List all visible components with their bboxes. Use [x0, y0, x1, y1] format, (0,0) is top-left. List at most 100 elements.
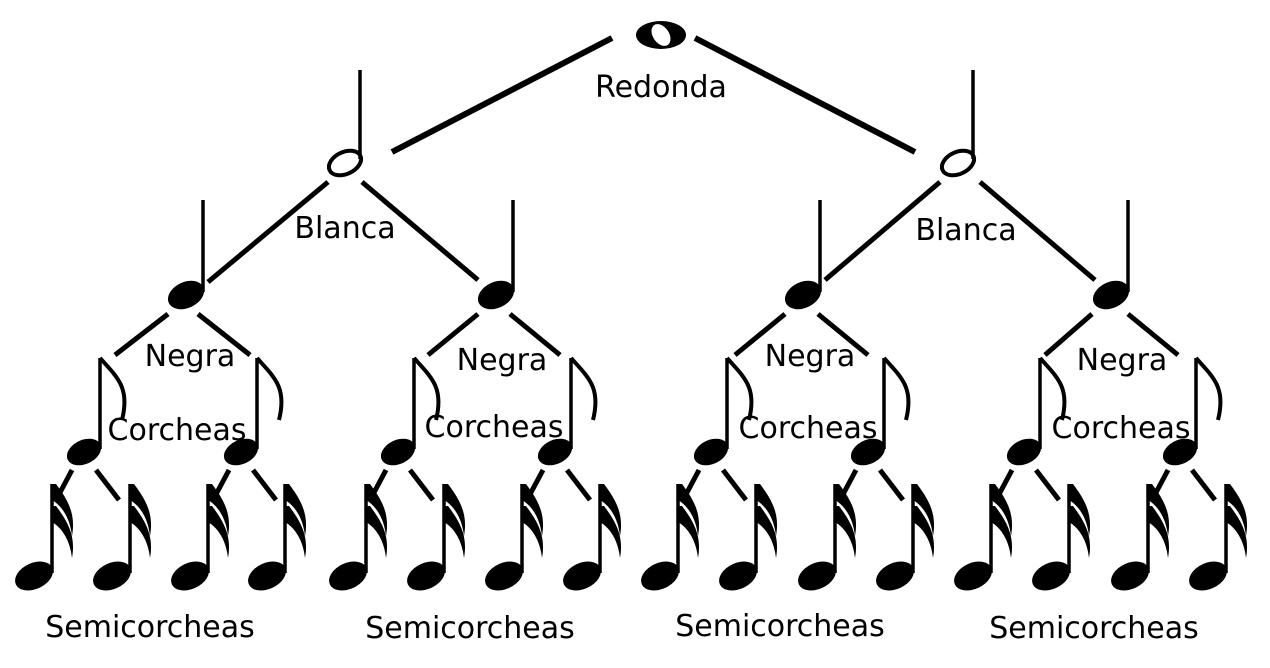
sixteenth-note-icon-14 [1032, 484, 1091, 591]
sixteenth-head [1032, 561, 1070, 591]
sixteenth-flag [1069, 506, 1091, 558]
whole-note-icon [636, 21, 686, 49]
label-negra-4: Negra [1077, 343, 1168, 378]
note-head [223, 438, 259, 466]
edge-negra-to-corchea-2 [196, 312, 252, 357]
edge-corchea-to-semicorchea-right-5 [721, 468, 748, 502]
edge-negra-to-corchea-8 [1126, 312, 1180, 357]
sixteenth-head [248, 561, 286, 591]
quarter-note-icon-3 [784, 200, 822, 310]
half-note-icon-2 [939, 70, 977, 178]
sixteenth-head [15, 561, 53, 591]
note-head [693, 438, 729, 466]
edge-corchea-to-semicorchea-right-6 [878, 468, 905, 502]
edge-corchea-to-semicorchea-right-1 [94, 468, 121, 502]
label-semicorcheas-3: Semicorcheas [675, 609, 885, 644]
note-head [1006, 438, 1042, 466]
sixteenth-head [563, 561, 601, 591]
sixteenth-flag [522, 506, 544, 558]
sixteenth-flag [913, 484, 935, 536]
edge-corchea-to-semicorchea-right-3 [408, 468, 435, 502]
note-head [167, 280, 205, 310]
eighth-note-icon-8 [1162, 356, 1223, 466]
edge-blanca-1-to-negra-1 [206, 180, 330, 284]
eighth-note-icon-7 [1006, 356, 1067, 466]
sixteenth-flag [444, 506, 466, 558]
label-blanca-2: Blanca [915, 213, 1016, 248]
sixteenth-flag [208, 484, 230, 536]
sixteenth-flag [835, 506, 857, 558]
label-negra-3: Negra [765, 339, 856, 374]
label-corcheas-2: Corcheas [425, 410, 564, 445]
eighth-note-icon-5 [693, 356, 754, 466]
sixteenth-flag [913, 506, 935, 558]
sixteenth-flag [522, 484, 544, 536]
sixteenth-note-icon-4 [248, 484, 307, 591]
sixteenth-flag [756, 484, 778, 536]
edge-negra-to-corchea-5 [733, 312, 787, 357]
edge-blanca-2-to-negra-3 [823, 180, 942, 282]
sixteenth-note-icon-11 [798, 484, 857, 591]
note-head [380, 438, 416, 466]
sixteenth-head [1189, 561, 1227, 591]
sixteenth-head [1111, 561, 1149, 591]
sixteenth-flag [285, 506, 307, 558]
label-corcheas-1: Corcheas [108, 413, 247, 448]
note-flag [1194, 356, 1223, 421]
note-flag [882, 356, 911, 421]
sixteenth-flag [1226, 484, 1248, 536]
sixteenth-head [719, 561, 757, 591]
sixteenth-flag [756, 506, 778, 558]
label-semicorcheas-1: Semicorcheas [45, 610, 255, 645]
eighth-note-icon-1 [66, 356, 127, 466]
sixteenth-head [641, 561, 679, 591]
label-corcheas-3: Corcheas [739, 411, 878, 446]
edge-blanca-2-to-negra-4 [978, 180, 1097, 282]
edge-negra-to-corchea-4 [508, 312, 562, 357]
sixteenth-flag [1069, 484, 1091, 536]
quarter-note-icon-2 [477, 200, 515, 310]
label-blanca-1: Blanca [294, 211, 395, 246]
eighth-note-icon-3 [380, 356, 441, 466]
sixteenth-flag [1148, 484, 1170, 536]
note-flag [725, 356, 754, 421]
sixteenth-flag [366, 484, 388, 536]
sixteenth-flag [678, 506, 700, 558]
half-note-icon-1 [326, 70, 364, 178]
edge-root-to-blanca-1 [390, 35, 614, 155]
note-head [1092, 280, 1130, 310]
sixteenth-note-icon-9 [641, 484, 700, 591]
sixteenth-note-icon-5 [329, 484, 388, 591]
edge-negra-to-corchea-1 [113, 312, 170, 357]
sixteenth-flag [600, 506, 622, 558]
eighth-note-icon-2 [223, 356, 284, 466]
sixteenth-flag [52, 484, 74, 536]
edge-corchea-to-semicorchea-right-7 [1034, 468, 1061, 502]
label-semicorcheas-2: Semicorcheas [365, 611, 575, 646]
sixteenth-note-icon-2 [93, 484, 152, 591]
quarter-note-icon-4 [1092, 200, 1130, 310]
note-flag [98, 356, 127, 421]
eighth-note-icon-4 [537, 356, 598, 466]
sixteenth-note-icon-8 [563, 484, 622, 591]
edge-negra-to-corchea-3 [426, 312, 480, 357]
note-head [784, 280, 822, 310]
sixteenth-flag [991, 506, 1013, 558]
edge-corchea-to-semicorchea-right-8 [1190, 468, 1217, 502]
note-flag [412, 356, 441, 421]
sixteenth-flag [444, 484, 466, 536]
quarter-note-icon-1 [167, 200, 205, 310]
note-head [850, 438, 886, 466]
sixteenth-note-icon-13 [954, 484, 1013, 591]
sixteenth-head [485, 561, 523, 591]
sixteenth-flag [678, 484, 700, 536]
sixteenth-flag [991, 484, 1013, 536]
sixteenth-head [329, 561, 367, 591]
sixteenth-note-icon-15 [1111, 484, 1170, 591]
note-flag [255, 356, 284, 421]
edge-blanca-1-to-negra-2 [360, 180, 480, 282]
edge-negra-to-corchea-7 [1043, 312, 1094, 357]
tree-notes [15, 21, 1248, 591]
sixteenth-flag [208, 506, 230, 558]
